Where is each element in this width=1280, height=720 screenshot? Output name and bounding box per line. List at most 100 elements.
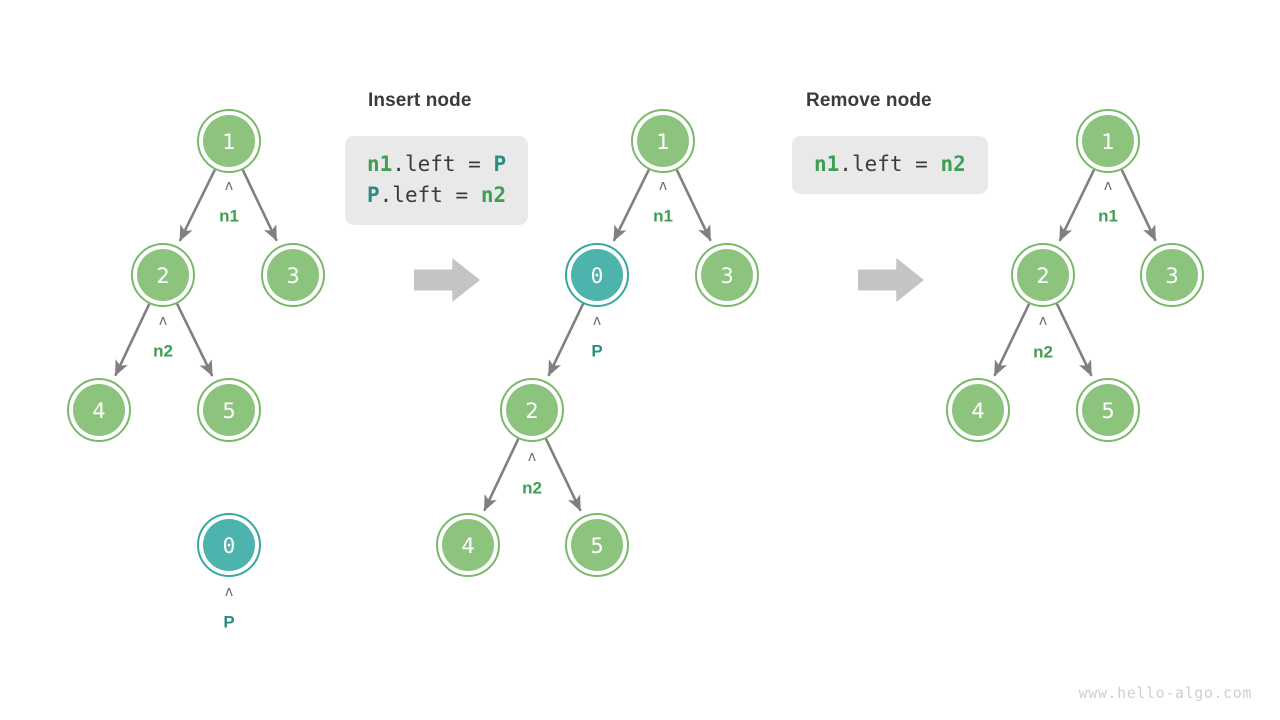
node-value: 3 — [286, 264, 299, 288]
pointer-n2: ʌ n2 — [153, 313, 173, 361]
pointer-n2-text: n2 — [1033, 343, 1053, 362]
node-outer-ring — [1140, 243, 1204, 307]
node-outer-ring — [197, 378, 261, 442]
caret-icon: ʌ — [159, 313, 167, 329]
node-circle — [571, 249, 623, 301]
code-token: n2 — [940, 152, 966, 176]
caret-icon: ʌ — [225, 584, 233, 600]
tree-node-4[interactable]: 4 — [67, 378, 131, 442]
pointer-n2: ʌ n2 — [522, 449, 542, 498]
node-circle — [571, 519, 623, 571]
tree-node-2[interactable]: 2 — [1011, 243, 1075, 307]
tree-node-5[interactable]: 5 — [1076, 378, 1140, 442]
node-value: 0 — [223, 534, 236, 558]
code-token: P — [493, 152, 507, 176]
transition-arrow-icon — [414, 258, 480, 302]
node-outer-ring — [1011, 243, 1075, 307]
node-outer-ring — [631, 109, 695, 173]
node-circle — [203, 519, 255, 571]
pointer-n1-text: n1 — [1098, 207, 1118, 226]
tree-node-1[interactable]: 1 — [1076, 109, 1140, 173]
tree-node-3[interactable]: 3 — [695, 243, 759, 307]
node-value: 2 — [1036, 264, 1049, 288]
pointer-n2: ʌ n2 — [1033, 313, 1053, 362]
tree-edge — [483, 438, 520, 512]
tree-node-0[interactable]: 0 — [197, 513, 261, 577]
tree-edge — [545, 438, 582, 512]
tree-edge — [1058, 169, 1095, 242]
tree-edge — [675, 169, 712, 242]
node-value: 5 — [590, 534, 603, 558]
tree-node-1[interactable]: 1 — [631, 109, 695, 173]
pointer-p-text: P — [223, 613, 234, 632]
panel-title-insert: Insert node — [368, 90, 472, 111]
pointer-n2-text: n2 — [522, 479, 542, 498]
pointer-n1-text: n1 — [219, 207, 239, 226]
caret-icon: ʌ — [1039, 313, 1047, 329]
node-outer-ring — [565, 513, 629, 577]
node-value: 5 — [222, 399, 235, 423]
tree-node-3[interactable]: 3 — [261, 243, 325, 307]
node-value: 2 — [156, 264, 169, 288]
tree-node-5[interactable]: 5 — [565, 513, 629, 577]
pointer-p: ʌP — [591, 313, 602, 361]
tree-node-2[interactable]: 2 — [500, 378, 564, 442]
code-token: .left = — [392, 152, 494, 176]
node-outer-ring — [500, 378, 564, 442]
pointer-n1: ʌn1 — [653, 178, 673, 226]
code-line: P.left = n2 — [367, 180, 506, 211]
tree-node-0[interactable]: 0 — [565, 243, 629, 307]
node-circle — [701, 249, 753, 301]
caret-icon: ʌ — [528, 449, 536, 465]
node-outer-ring — [436, 513, 500, 577]
tree-node-4[interactable]: 4 — [436, 513, 500, 577]
node-circle — [137, 249, 189, 301]
node-value: 3 — [1165, 264, 1178, 288]
node-value: 3 — [720, 264, 733, 288]
node-value: 0 — [591, 264, 604, 288]
tree-edge — [114, 303, 151, 377]
panel-title-remove: Remove node — [806, 90, 932, 111]
caret-icon: ʌ — [1104, 178, 1112, 194]
tree-node-3[interactable]: 3 — [1140, 243, 1204, 307]
tree-edge — [1056, 303, 1093, 377]
node-outer-ring — [67, 378, 131, 442]
node-circle — [73, 384, 125, 436]
node-outer-ring — [131, 243, 195, 307]
code-box-remove: n1.left = n2 — [792, 136, 988, 194]
caret-icon: ʌ — [225, 178, 233, 194]
node-outer-ring — [946, 378, 1010, 442]
node-circle — [442, 519, 494, 571]
node-outer-ring — [1076, 109, 1140, 173]
tree-edge — [241, 169, 278, 242]
tree-node-2[interactable]: 2 — [131, 243, 195, 307]
pointer-p: ʌP — [223, 584, 234, 632]
code-token: .left = — [839, 152, 941, 176]
tree-edge — [1120, 169, 1157, 242]
pointer-n2-text: n2 — [153, 342, 173, 361]
node-value: 4 — [971, 399, 984, 423]
node-circle — [506, 384, 558, 436]
node-circle — [1082, 115, 1134, 167]
tree-edge — [547, 303, 584, 377]
node-circle — [1146, 249, 1198, 301]
tree-node-1[interactable]: 1 — [197, 109, 261, 173]
tree-edge — [612, 169, 650, 242]
node-value: 5 — [1101, 399, 1114, 423]
node-outer-ring — [565, 243, 629, 307]
tree-node-4[interactable]: 4 — [946, 378, 1010, 442]
node-circle — [1017, 249, 1069, 301]
tree-node-5[interactable]: 5 — [197, 378, 261, 442]
tree-edges — [114, 169, 1157, 512]
code-token: n1 — [814, 152, 840, 176]
transition-arrow-icon — [858, 258, 924, 302]
node-outer-ring — [1076, 378, 1140, 442]
caret-icon: ʌ — [593, 313, 601, 329]
node-value: 2 — [525, 399, 538, 423]
node-circle — [637, 115, 689, 167]
node-value: 4 — [92, 399, 105, 423]
